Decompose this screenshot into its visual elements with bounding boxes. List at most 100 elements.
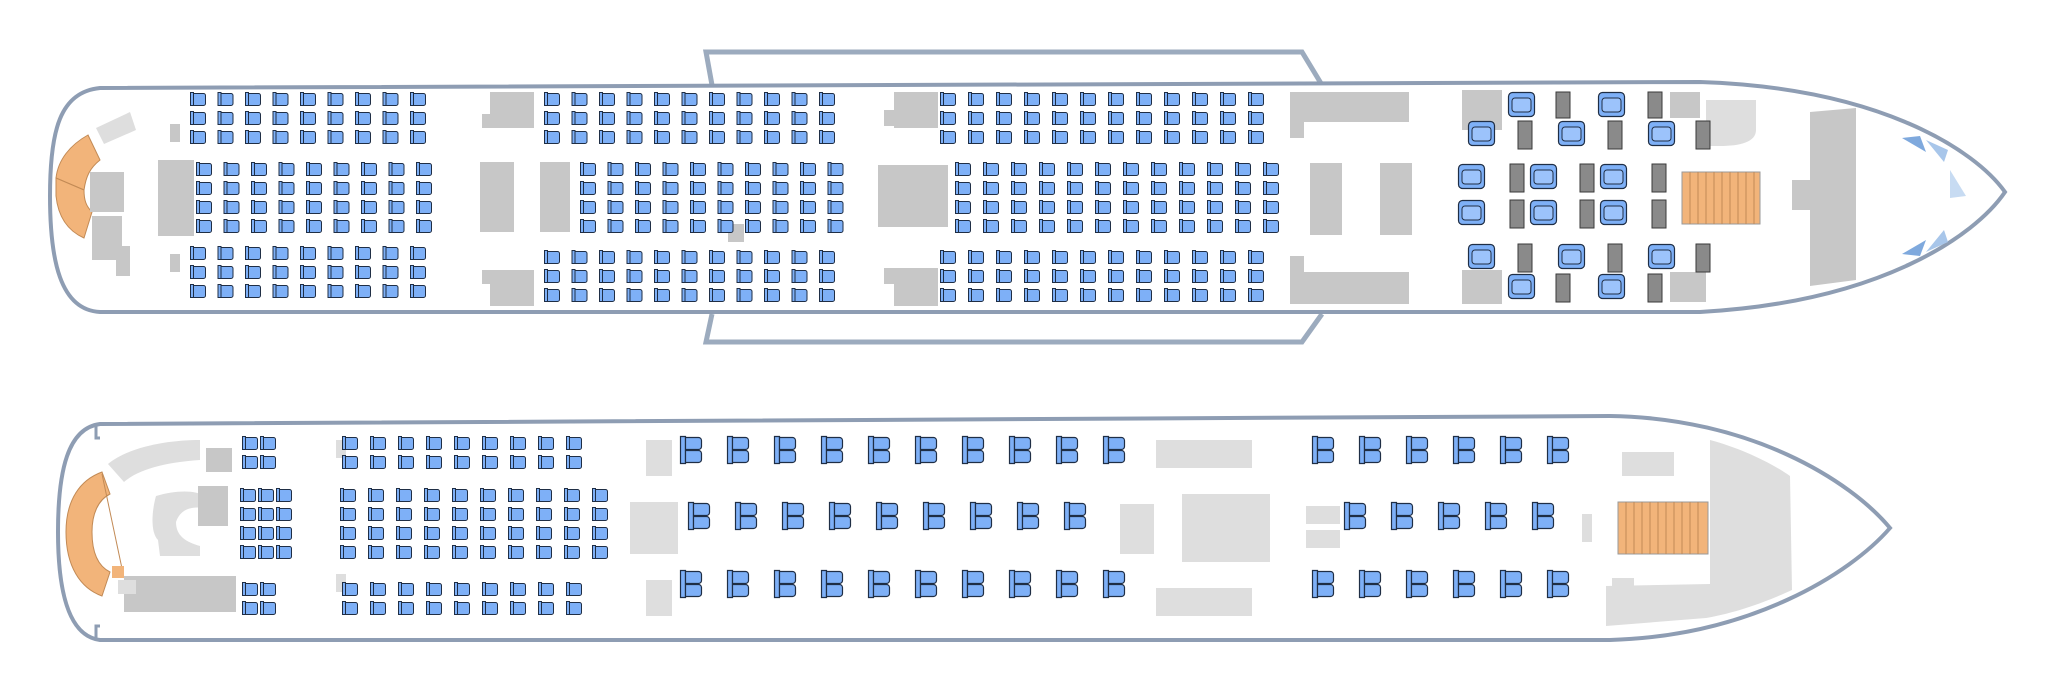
seat-icon[interactable] (717, 200, 734, 214)
seat-icon[interactable] (1123, 200, 1139, 214)
seat-icon[interactable] (342, 436, 358, 450)
seat-icon[interactable] (1011, 219, 1027, 233)
seat-icon[interactable] (772, 181, 789, 195)
seat-icon[interactable] (1080, 269, 1096, 283)
seat-icon[interactable] (654, 288, 670, 302)
seat-icon[interactable] (1164, 269, 1180, 283)
seat-icon[interactable] (382, 265, 399, 279)
seat-icon[interactable] (764, 92, 780, 106)
seat-icon[interactable] (1405, 435, 1429, 465)
seat-icon[interactable] (1358, 569, 1382, 599)
seat-icon[interactable] (566, 601, 582, 615)
seat-icon[interactable] (955, 219, 971, 233)
seat-icon[interactable] (480, 526, 496, 540)
seat-icon[interactable] (996, 250, 1012, 264)
seat-icon[interactable] (626, 111, 643, 125)
seat-icon[interactable] (599, 130, 615, 144)
seat-icon[interactable] (1108, 130, 1124, 144)
seat-icon[interactable] (607, 181, 624, 195)
seat-icon[interactable] (278, 219, 295, 233)
seat-icon[interactable] (416, 162, 432, 176)
seat-icon[interactable] (654, 250, 670, 264)
seat-icon[interactable] (709, 130, 725, 144)
seat-icon[interactable] (914, 435, 938, 465)
seat-icon[interactable] (580, 219, 596, 233)
seat-icon[interactable] (968, 111, 984, 125)
seat-icon[interactable] (1248, 92, 1264, 106)
seat-icon[interactable] (382, 130, 399, 144)
seat-icon[interactable] (736, 250, 753, 264)
seat-icon[interactable] (955, 162, 971, 176)
seat-icon[interactable] (1452, 435, 1476, 465)
seat-icon[interactable] (217, 111, 234, 125)
seat-icon[interactable] (791, 111, 808, 125)
seat-icon[interactable] (396, 488, 412, 502)
seat-icon[interactable] (717, 181, 734, 195)
seat-icon[interactable] (368, 507, 384, 521)
seat-icon[interactable] (1248, 250, 1264, 264)
seat-icon[interactable] (1179, 181, 1195, 195)
seat-icon[interactable] (536, 488, 552, 502)
seat-icon[interactable] (1108, 111, 1124, 125)
seat-icon[interactable] (1207, 162, 1223, 176)
seat-icon[interactable] (272, 284, 289, 298)
seat-icon[interactable] (679, 435, 703, 465)
seat-icon[interactable] (368, 545, 384, 559)
seat-icon[interactable] (245, 130, 261, 144)
seat-icon[interactable] (388, 162, 405, 176)
seat-icon[interactable] (736, 288, 753, 302)
seat-icon[interactable] (1531, 501, 1555, 531)
seat-icon[interactable] (1039, 162, 1055, 176)
seat-icon[interactable] (258, 545, 274, 559)
seat-icon[interactable] (480, 545, 496, 559)
seat-icon[interactable] (223, 181, 240, 195)
seat-icon[interactable] (819, 288, 835, 302)
seat-icon[interactable] (566, 455, 582, 469)
seat-icon[interactable] (1102, 435, 1126, 465)
seat-icon[interactable] (1248, 269, 1264, 283)
seat-icon[interactable] (454, 582, 470, 596)
seat-icon[interactable] (240, 488, 256, 502)
seat-icon[interactable] (410, 92, 426, 106)
seat-icon[interactable] (1484, 501, 1508, 531)
seat-icon[interactable] (1179, 162, 1195, 176)
seat-icon[interactable] (482, 582, 498, 596)
seat-icon[interactable] (772, 162, 789, 176)
seat-icon[interactable] (690, 219, 706, 233)
seat-icon[interactable] (867, 569, 891, 599)
seat-icon[interactable] (1108, 250, 1124, 264)
seat-icon[interactable] (968, 250, 984, 264)
seat-icon[interactable] (1263, 162, 1279, 176)
seat-icon[interactable] (1546, 569, 1570, 599)
seat-icon[interactable] (791, 92, 808, 106)
seat-icon[interactable] (734, 501, 758, 531)
seat-icon[interactable] (217, 284, 234, 298)
seat-icon[interactable] (196, 181, 212, 195)
seat-icon[interactable] (452, 507, 468, 521)
seat-icon[interactable] (327, 246, 344, 260)
seat-icon[interactable] (626, 130, 643, 144)
seat-icon[interactable] (410, 130, 426, 144)
seat-icon[interactable] (764, 130, 780, 144)
seat-icon[interactable] (961, 435, 985, 465)
seat-icon[interactable] (190, 130, 206, 144)
seat-icon[interactable] (1136, 288, 1152, 302)
seat-icon[interactable] (1311, 435, 1335, 465)
seat-icon[interactable] (1095, 219, 1111, 233)
seat-icon[interactable] (242, 582, 258, 596)
seat-icon[interactable] (272, 92, 289, 106)
seat-icon[interactable] (251, 162, 267, 176)
seat-icon[interactable] (791, 130, 808, 144)
seat-icon[interactable] (1136, 250, 1152, 264)
seat-icon[interactable] (190, 111, 206, 125)
seat-icon[interactable] (396, 526, 412, 540)
seat-icon[interactable] (361, 162, 377, 176)
seat-icon[interactable] (983, 219, 999, 233)
seat-icon[interactable] (482, 601, 498, 615)
seat-icon[interactable] (635, 200, 651, 214)
seat-icon[interactable] (368, 526, 384, 540)
seat-icon[interactable] (1136, 130, 1152, 144)
seat-icon[interactable] (1052, 111, 1068, 125)
seat-icon[interactable] (968, 92, 984, 106)
seat-icon[interactable] (1546, 435, 1570, 465)
